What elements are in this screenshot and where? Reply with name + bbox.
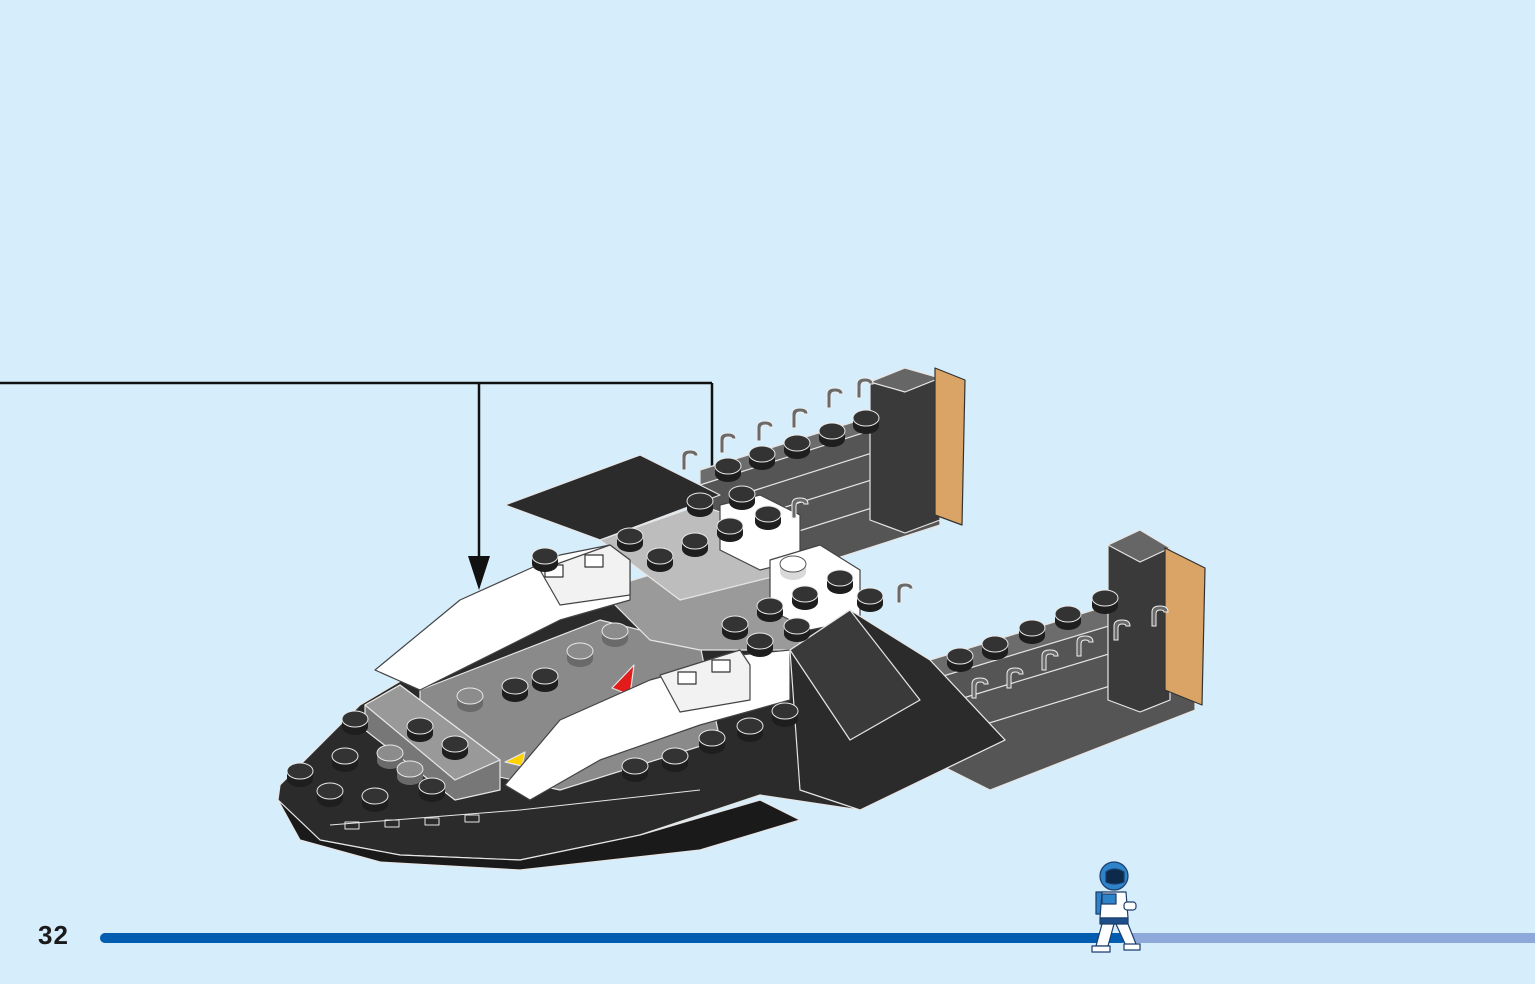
progress-bar-fill [100, 933, 1127, 943]
spaceship-model [277, 367, 1206, 871]
progress-bar [100, 933, 1535, 943]
page-number: 32 [38, 920, 69, 950]
callout-arrow-left [468, 556, 490, 590]
astronaut-minifigure-icon [1091, 861, 1141, 953]
